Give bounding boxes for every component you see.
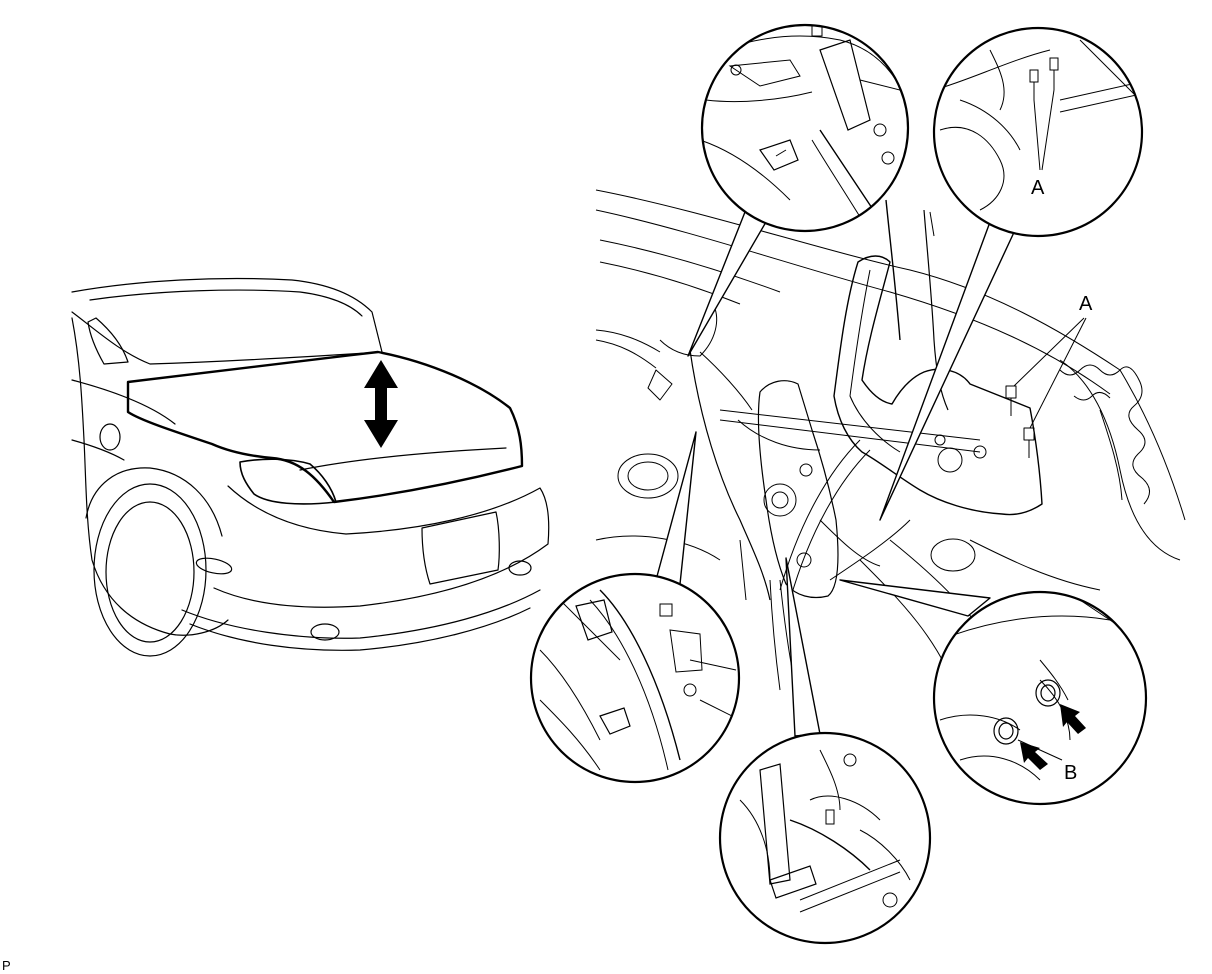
connector-top	[687, 211, 767, 357]
corner-code: P	[2, 958, 11, 973]
leader-b	[1017, 739, 1063, 761]
car-trunk-lid	[126, 350, 524, 504]
car-rear-window	[87, 317, 129, 365]
car-illustration	[71, 277, 550, 657]
inset-bottom-left-latch-bolt	[529, 572, 741, 784]
car-exhaust-left	[310, 623, 340, 641]
car-bumper-lower	[181, 589, 541, 639]
leader-a-main	[1013, 317, 1087, 429]
car-rear-wheel-inner	[105, 501, 195, 643]
car-wheel-arch	[85, 467, 223, 537]
inset-bottom-right-bolts-b	[932, 590, 1148, 806]
inset-connectors	[655, 199, 1017, 737]
label-b-inset: B	[1064, 762, 1077, 784]
bolt-b-right	[1035, 679, 1061, 707]
bolt-b-left	[993, 717, 1019, 745]
body-panel-inner	[595, 209, 1111, 395]
connector-bottom-left	[655, 431, 697, 585]
double-headed-arrow-icon	[364, 360, 398, 448]
latch-body	[757, 380, 839, 599]
bolt-a-lower	[1023, 427, 1035, 458]
car-door-line	[71, 439, 125, 461]
car-reflector	[195, 557, 233, 575]
car-rear-wheel	[93, 483, 207, 657]
car-exhaust-right	[508, 560, 532, 576]
car-roof	[71, 277, 383, 365]
inset-bottom-mid-lock	[718, 731, 932, 945]
weatherstrip	[1059, 364, 1150, 505]
connector-bottom-mid	[785, 557, 821, 737]
car-license-plate	[421, 511, 500, 585]
hinge-arm	[833, 255, 1043, 516]
connector-bottom-right	[839, 579, 991, 617]
car-fuel-cap	[99, 423, 121, 451]
leader-a-top-inset	[1033, 89, 1055, 171]
connector-top-right	[879, 221, 1017, 521]
car-trunk-crease	[299, 447, 507, 471]
bolt-a-upper	[1005, 385, 1017, 416]
car-side-line	[71, 379, 176, 425]
car-rear-panel	[213, 485, 550, 608]
release-cable	[689, 349, 771, 601]
arrow-pointer-icon	[1020, 704, 1086, 770]
inset-top-hinge-bolts	[700, 23, 910, 233]
inset-top-right-bolts-a	[932, 26, 1144, 238]
car-tail-light	[239, 458, 337, 505]
label-a-top-inset: A	[1031, 177, 1045, 199]
car-roof-edge	[89, 289, 363, 317]
label-a-main: A	[1079, 293, 1093, 315]
car-bumper-bottom	[189, 607, 531, 651]
car-side-body	[71, 317, 229, 636]
